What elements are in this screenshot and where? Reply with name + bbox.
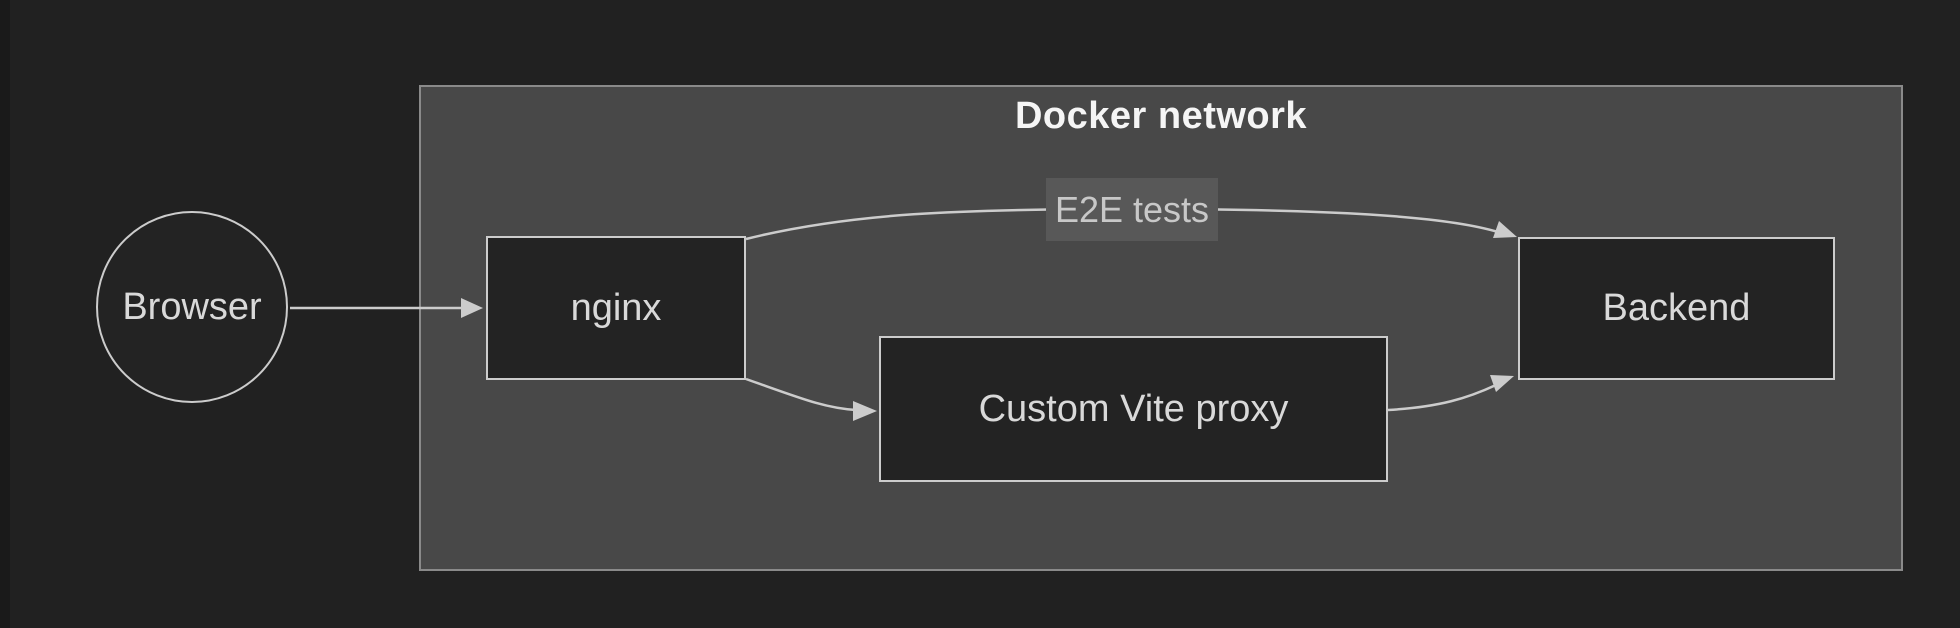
edge-label-e2e-tests-text: E2E tests	[1054, 188, 1210, 230]
node-nginx: nginx	[486, 236, 746, 380]
node-custom-vite-proxy: Custom Vite proxy	[879, 336, 1388, 482]
node-browser: Browser	[96, 211, 288, 403]
node-backend: Backend	[1518, 237, 1835, 380]
node-nginx-label: nginx	[570, 286, 662, 329]
cluster-docker-network-label: Docker network	[1014, 95, 1308, 137]
node-custom-vite-proxy-label: Custom Vite proxy	[978, 387, 1289, 430]
left-gutter	[0, 0, 10, 628]
edge-label-e2e-tests: E2E tests	[1046, 178, 1218, 241]
node-backend-label: Backend	[1602, 287, 1751, 329]
node-browser-label: Browser	[122, 285, 262, 328]
